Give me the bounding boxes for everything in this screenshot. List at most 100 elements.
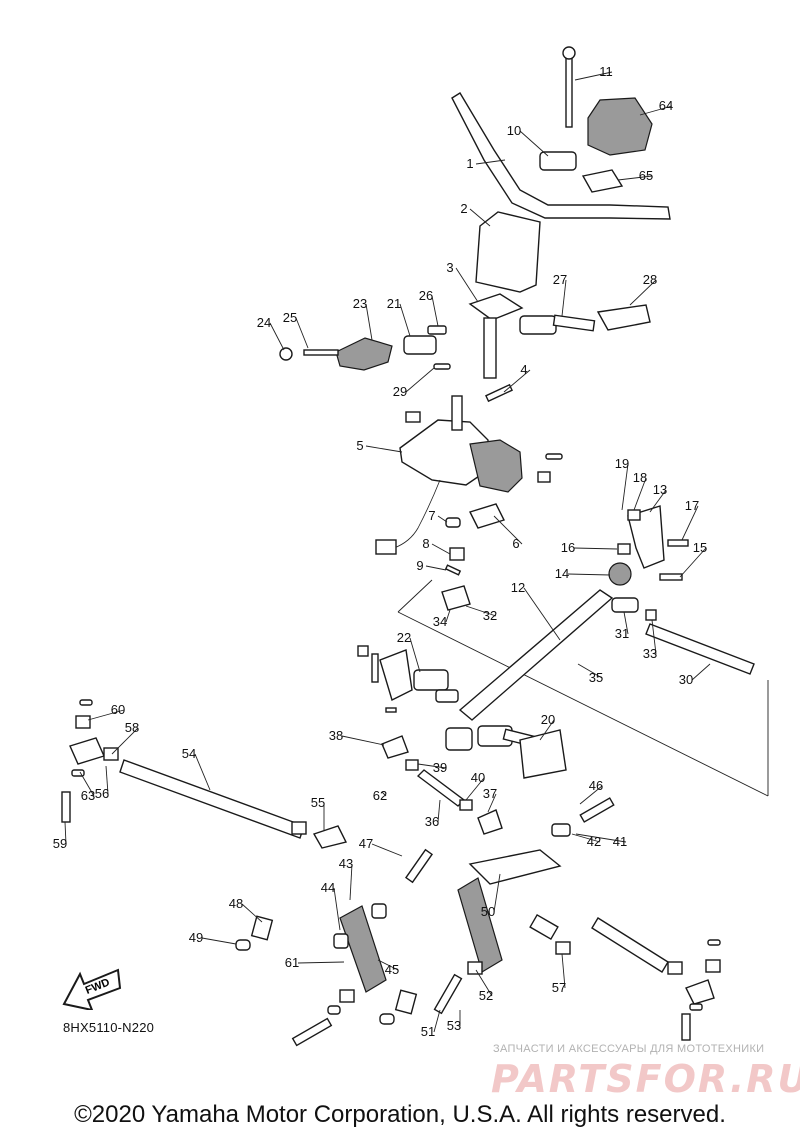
bushing-21b: [519, 315, 557, 335]
callout-32: 32: [483, 608, 497, 623]
bolt-4: [485, 383, 513, 403]
eps-input-shaft: [451, 395, 463, 431]
leader-line: [194, 753, 211, 791]
callout-39: 39: [433, 760, 447, 775]
leader-line: [575, 833, 627, 843]
callout-28: 28: [643, 272, 657, 287]
bushing-44a: [333, 933, 349, 949]
callout-51: 51: [421, 1024, 435, 1039]
leader-line: [105, 765, 109, 795]
box-outline: [397, 579, 769, 797]
callout-59: 59: [53, 836, 67, 851]
tie-rod-54-left: [119, 759, 305, 839]
nut-61a: [537, 471, 551, 483]
tie-rod-54-right: [591, 917, 669, 973]
callout-23: 23: [353, 296, 367, 311]
callout-55: 55: [311, 795, 325, 810]
bolt-51-left: [291, 1017, 333, 1047]
leader-line: [333, 887, 341, 931]
callout-37: 37: [483, 786, 497, 801]
center-link-50: [468, 849, 562, 885]
leader-line: [417, 763, 447, 769]
spacer-42: [551, 823, 571, 837]
leader-line: [503, 369, 531, 393]
callout-14: 14: [555, 566, 569, 581]
leader-line: [465, 605, 497, 617]
callout-43: 43: [339, 856, 353, 871]
collar-26b: [435, 689, 459, 703]
eps-connector: [375, 539, 397, 555]
spacer-48b: [394, 989, 418, 1015]
callout-6: 6: [512, 536, 519, 551]
column-bracket: [468, 293, 524, 321]
leader-line: [295, 317, 309, 349]
leader-line: [567, 573, 611, 576]
leader-line: [493, 873, 501, 913]
nut-40: [459, 799, 473, 811]
clamp-bolt-head: [562, 46, 576, 60]
bolt-51-right: [433, 973, 463, 1015]
callout-29: 29: [393, 384, 407, 399]
nut-60-left: [75, 715, 91, 729]
callout-25: 25: [283, 310, 297, 325]
leader-line: [64, 821, 67, 845]
leader-line: [431, 295, 439, 327]
callout-5: 5: [356, 438, 363, 453]
pin-62-left: [79, 699, 93, 706]
nut-52-left: [339, 989, 355, 1003]
nut-52-right: [467, 961, 483, 975]
callout-62: 62: [373, 788, 387, 803]
callout-41: 41: [613, 834, 627, 849]
tie-rod-end-32: [441, 585, 471, 611]
diagram-reference-code: 8HX5110-N220: [63, 1020, 155, 1035]
bolt-46-left: [404, 848, 434, 884]
callout-17: 17: [685, 498, 699, 513]
bushing-44b: [371, 903, 387, 919]
leader-line: [649, 489, 667, 513]
leader-line: [475, 159, 506, 165]
callout-19: 19: [615, 456, 629, 471]
callout-45: 45: [385, 962, 399, 977]
callout-20: 20: [541, 712, 555, 727]
tie-rod-end-31: [611, 597, 639, 613]
bolt-46-right: [579, 797, 615, 823]
nut-39: [405, 759, 419, 771]
leader-line: [469, 208, 491, 227]
leader-line: [201, 937, 237, 945]
leader-line: [681, 505, 699, 541]
washer-63-right: [689, 1003, 703, 1011]
plate-23: [335, 337, 393, 371]
tie-rod-end-55-right: [529, 913, 559, 941]
leader-line: [341, 735, 385, 746]
copyright-notice: ©2020 Yamaha Motor Corporation, U.S.A. A…: [74, 1101, 726, 1128]
leader-line: [433, 1009, 441, 1033]
leader-line: [579, 785, 603, 805]
leader-line: [519, 130, 549, 157]
clip-29a: [433, 363, 451, 370]
pin-35a: [385, 707, 397, 713]
pin-62-right: [707, 939, 721, 946]
callout-8: 8: [422, 536, 429, 551]
leader-line: [377, 959, 399, 971]
collar-26a: [427, 325, 447, 335]
bolt-25b: [371, 653, 379, 683]
pitman-arm-left-43: [339, 905, 387, 993]
callout-24: 24: [257, 315, 271, 330]
plate-27: [552, 314, 596, 332]
callout-35: 35: [589, 670, 603, 685]
callout-52: 52: [479, 988, 493, 1003]
callout-47: 47: [359, 836, 373, 851]
callout-40: 40: [471, 770, 485, 785]
eps-connector-top: [405, 411, 421, 423]
callout-31: 31: [615, 626, 629, 641]
callout-49: 49: [189, 930, 203, 945]
bolt-25a: [303, 349, 339, 356]
leader-line: [349, 863, 353, 901]
leader-line: [79, 771, 95, 797]
column-cover: [475, 211, 541, 293]
callout-3: 3: [446, 260, 453, 275]
callout-38: 38: [329, 728, 343, 743]
leader-line: [437, 799, 441, 823]
tie-rod-end-37: [477, 809, 503, 835]
nut-16: [617, 543, 631, 555]
